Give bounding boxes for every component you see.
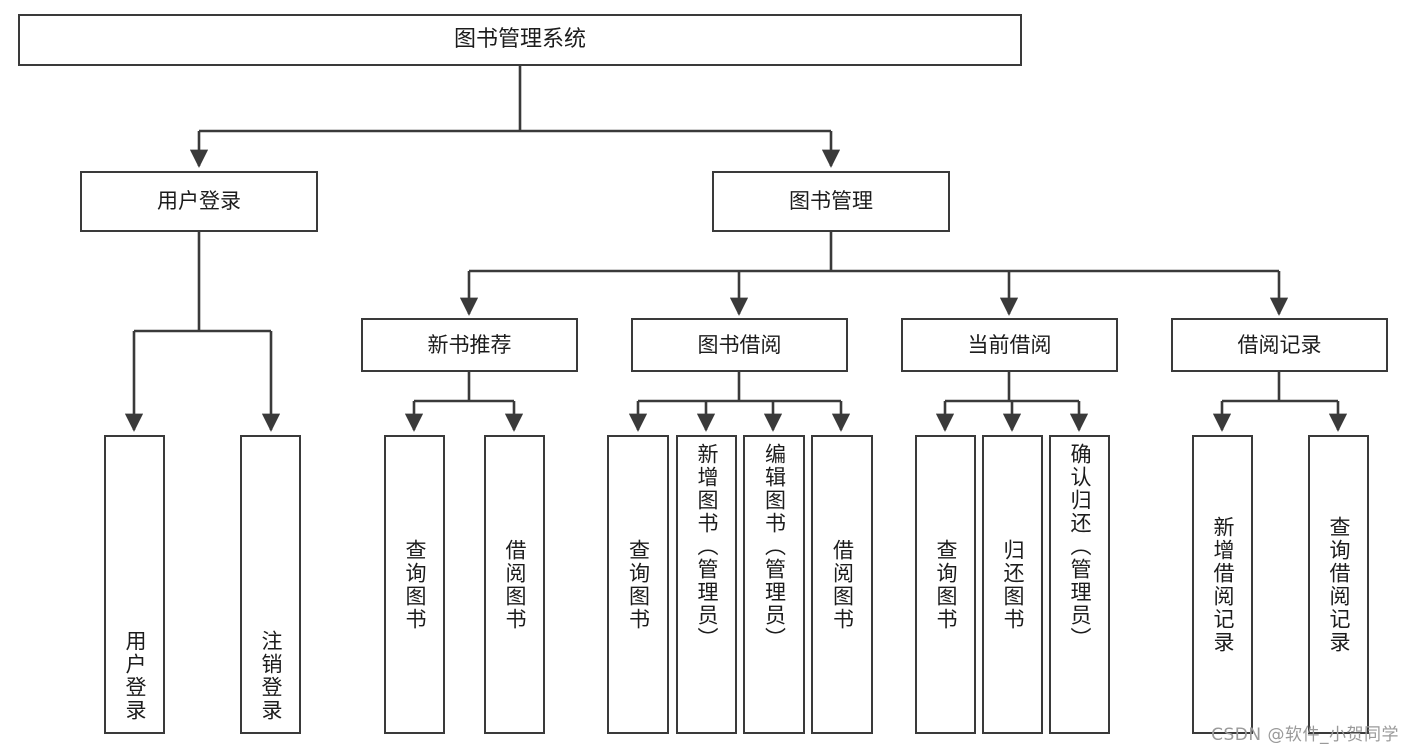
- leaf-user-login-logout[interactable]: 注销登录: [240, 435, 301, 734]
- node-label: 借阅图书: [503, 538, 527, 631]
- node-label: 查询借阅记录: [1327, 515, 1351, 654]
- node-label: 查询图书: [934, 538, 958, 631]
- node-label: 借阅图书: [830, 538, 855, 631]
- leaf-borrow-record-add-record[interactable]: 新增借阅记录: [1192, 435, 1253, 734]
- node-label: 新书推荐: [427, 332, 512, 357]
- node-label: 查询图书: [403, 538, 427, 631]
- node-label: 查询图书: [626, 538, 651, 631]
- node-label: 新增图书（管理员）: [695, 443, 719, 650]
- leaf-current-borrow-query-book[interactable]: 查询图书: [915, 435, 976, 734]
- node-label: 编辑图书（管理员）: [762, 443, 787, 650]
- node-label: 用户登录: [123, 630, 147, 722]
- node-label: 图书管理系统: [453, 27, 586, 53]
- leaf-new-book-borrow-book[interactable]: 借阅图书: [484, 435, 545, 734]
- leaf-book-borrow-edit-book-admin[interactable]: 编辑图书（管理员）: [743, 435, 805, 734]
- leaf-user-login-login[interactable]: 用户登录: [104, 435, 165, 734]
- leaf-new-book-query-book[interactable]: 查询图书: [384, 435, 445, 734]
- node-label: 图书管理: [789, 189, 873, 214]
- leaf-book-borrow-query-book[interactable]: 查询图书: [607, 435, 669, 734]
- node-new-book-recommend[interactable]: 新书推荐: [361, 318, 578, 372]
- watermark: CSDN @软件_小贺同学: [1211, 725, 1399, 745]
- node-root-book-management-system[interactable]: 图书管理系统: [18, 14, 1022, 66]
- node-label: 新增借阅记录: [1211, 515, 1235, 654]
- node-label: 归还图书: [1001, 538, 1025, 631]
- node-label: 借阅记录: [1237, 332, 1322, 357]
- leaf-book-borrow-add-book-admin[interactable]: 新增图书（管理员）: [676, 435, 737, 734]
- leaf-borrow-record-query-record[interactable]: 查询借阅记录: [1308, 435, 1369, 734]
- node-current-borrow[interactable]: 当前借阅: [901, 318, 1118, 372]
- node-label: 注销登录: [259, 630, 283, 722]
- node-user-login[interactable]: 用户登录: [80, 171, 318, 232]
- node-label: 确认归还（管理员）: [1068, 443, 1092, 650]
- leaf-book-borrow-borrow-book[interactable]: 借阅图书: [811, 435, 873, 734]
- node-book-management[interactable]: 图书管理: [712, 171, 950, 232]
- node-label: 图书借阅: [697, 332, 782, 357]
- node-borrow-record[interactable]: 借阅记录: [1171, 318, 1388, 372]
- node-book-borrow[interactable]: 图书借阅: [631, 318, 848, 372]
- node-label: 当前借阅: [967, 332, 1052, 357]
- leaf-current-borrow-confirm-return-admin[interactable]: 确认归还（管理员）: [1049, 435, 1110, 734]
- node-label: 用户登录: [157, 189, 241, 214]
- leaf-current-borrow-return-book[interactable]: 归还图书: [982, 435, 1043, 734]
